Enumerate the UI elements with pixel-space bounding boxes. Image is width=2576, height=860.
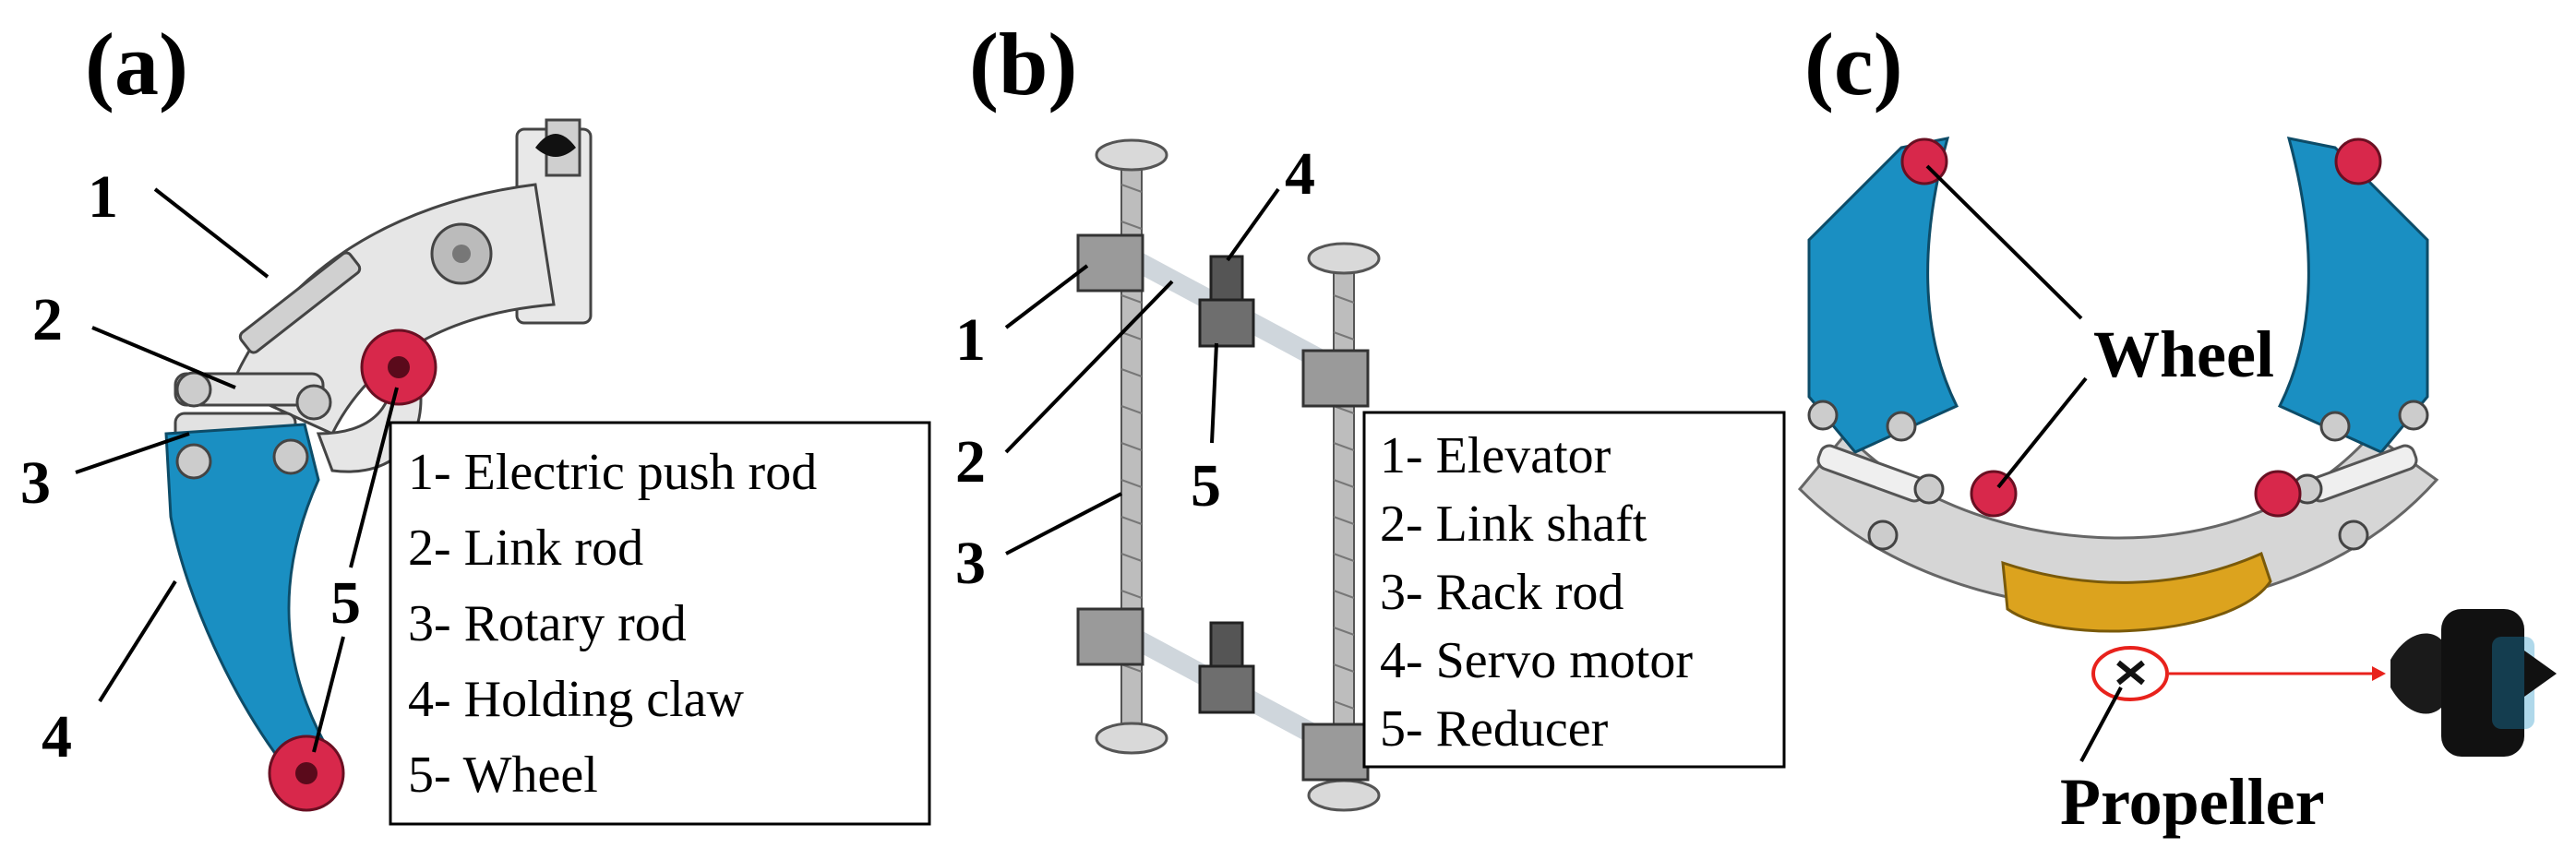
propeller-callout-circle [2091, 646, 2169, 701]
wheel-lower-hub [295, 762, 318, 784]
elevator-left-top [1076, 233, 1144, 293]
panel-c-mechanism [1797, 137, 2557, 757]
num-a4: 4 [42, 703, 72, 770]
rack-rod-right [1333, 262, 1355, 790]
panel-a-letter: (a) [85, 15, 188, 113]
leader-a4 [98, 579, 177, 703]
num-b4: 4 [1285, 140, 1315, 208]
leader-a5-down [312, 636, 345, 753]
leader-a3 [75, 432, 190, 474]
num-a3: 3 [20, 449, 51, 517]
end-plate-right-bottom [1307, 779, 1381, 812]
num-b3: 3 [955, 530, 986, 597]
end-plate-right-top [1307, 242, 1381, 275]
base-frame [1797, 431, 2439, 611]
leader-b5 [1210, 342, 1218, 444]
link-rod-pin-right [295, 384, 332, 421]
electric-push-rod [238, 251, 362, 354]
legend-a-item-1: 1- Electric push rod [408, 444, 817, 501]
elevator-right-top [1301, 349, 1370, 408]
servo-motor-bottom [1209, 621, 1244, 669]
num-a1: 1 [88, 163, 118, 231]
num-b2: 2 [955, 428, 986, 496]
num-b5: 5 [1191, 452, 1221, 520]
gold-bar [2001, 551, 2272, 633]
elevator-right-bottom [1301, 723, 1370, 782]
legend-b-item-5: 5- Reducer [1380, 700, 1609, 758]
num-b1: 1 [955, 306, 986, 374]
leader-propeller [2079, 687, 2123, 762]
leader-b4 [1226, 187, 1280, 262]
leader-wheel-mid [1996, 376, 2088, 489]
claw-right [2277, 137, 2429, 454]
end-plate-left-top [1095, 138, 1168, 172]
claw-bolt-left [175, 443, 212, 480]
panel-b-mechanism [1076, 138, 1381, 812]
legend-a-item-2: 2- Link rod [408, 520, 643, 577]
reducer-bottom [1198, 664, 1255, 714]
leader-a2 [91, 326, 236, 389]
leader-b1 [1004, 264, 1089, 329]
num-a5: 5 [330, 569, 361, 637]
label-propeller: Propeller [2060, 765, 2325, 839]
legend-b-item-1: 1- Elevator [1380, 427, 1611, 484]
wheel-upper-hub [388, 356, 410, 378]
wheel-c-mid-left-icon [1970, 470, 2018, 518]
panel-c-letter: (c) [1804, 15, 1903, 113]
num-a2: 2 [32, 286, 63, 353]
arm-hub-bolt [452, 245, 471, 263]
end-plate-left-bottom [1095, 722, 1168, 755]
legend-a-item-3: 3- Rotary rod [408, 595, 687, 652]
legend-a-box [389, 421, 931, 826]
panel-b: (b) [955, 15, 1786, 812]
legend-a-item-4: 4- Holding claw [408, 671, 744, 728]
legend-b-item-3: 3- Rack rod [1380, 564, 1623, 621]
propeller-callout-arrowhead [2372, 666, 2386, 681]
servo-motor-top [1209, 255, 1244, 303]
link-rod-pin-left [175, 371, 212, 408]
wheel-c-mid-right-icon [2254, 470, 2302, 518]
legend-a-item-5: 5- Wheel [408, 747, 598, 804]
panel-a-mechanism [164, 118, 593, 812]
leader-a1 [153, 187, 270, 279]
wheel-c-top-right-icon [2334, 137, 2382, 185]
label-wheel: Wheel [2093, 317, 2274, 391]
leader-a5-up [349, 387, 399, 568]
elevator-left-bottom [1076, 607, 1144, 666]
panel-a: (a) [20, 15, 931, 826]
leader-b3 [1005, 492, 1122, 555]
panel-b-letter: (b) [969, 15, 1077, 113]
leader-b2 [1004, 280, 1174, 454]
legend-b-item-2: 2- Link shaft [1380, 496, 1647, 553]
panel-c: (c) [1797, 15, 2557, 839]
leader-wheel-top [1925, 164, 2083, 320]
propeller-small-icon [2116, 660, 2145, 686]
reducer-top [1198, 298, 1255, 348]
legend-b-box [1362, 411, 1786, 769]
claw-bolt-right [272, 438, 309, 475]
mount-knob-icon [535, 134, 576, 157]
legend-b-item-4: 4- Servo motor [1380, 632, 1693, 689]
propeller-enlarged-icon [2390, 609, 2557, 757]
